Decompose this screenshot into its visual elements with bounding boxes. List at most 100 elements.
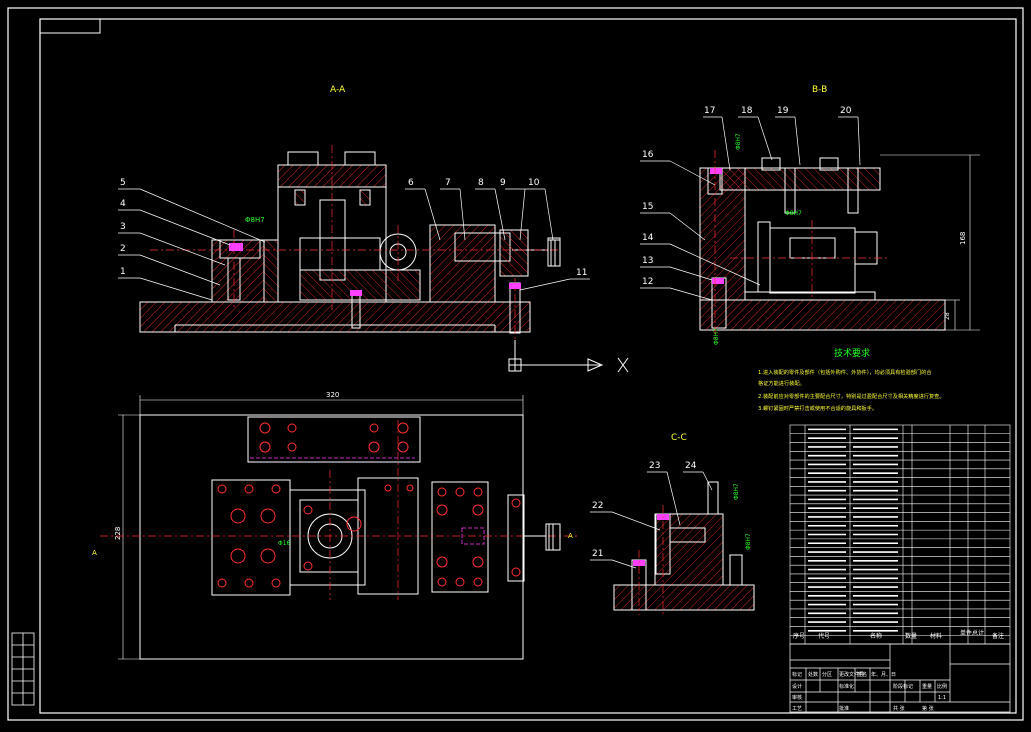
balloon-21: 21 (592, 549, 603, 559)
balloon-20: 20 (840, 106, 852, 116)
balloon-6: 6 (408, 178, 414, 188)
bom-col-unit: 单件 (960, 629, 972, 637)
tb-cell-scale: 比例 (937, 683, 947, 690)
section-cc-balloon-labels: 21 22 23 24 (592, 461, 697, 559)
balloon-7: 7 (445, 178, 451, 188)
tb-cell-design: 设计 (792, 683, 802, 690)
tb-cell-stage: 阶段标记 (893, 683, 913, 690)
balloon-15: 15 (642, 202, 653, 212)
tb-cell-weight: 重量 (922, 683, 932, 690)
balloon-8: 8 (478, 178, 484, 188)
balloon-19: 19 (777, 106, 789, 116)
balloon-1: 1 (120, 267, 126, 277)
plan-view-magenta-lines (250, 457, 485, 545)
balloon-23: 23 (649, 461, 660, 471)
plan-view-holes (217, 422, 521, 588)
view-a-right-label: A (568, 532, 573, 540)
dim-plan-width: 320 (326, 391, 339, 399)
tb-cell-date: 年、月、日 (871, 671, 896, 678)
section-cc-balloons (590, 471, 713, 569)
bom-col-remark: 备注 (992, 632, 1004, 640)
balloon-13: 13 (642, 256, 653, 266)
balloon-24: 24 (685, 461, 697, 471)
tb-cell-sign: 签名 (857, 671, 867, 678)
tech-req-line-2: 格证方能进行装配。 (758, 379, 805, 387)
title-block[interactable] (789, 643, 1011, 713)
balloon-22: 22 (592, 501, 603, 511)
section-aa-balloons (118, 188, 590, 301)
dim-bb-base: 28 (944, 312, 951, 320)
section-bb-centerlines (714, 150, 890, 340)
tb-cell-std: 标准化 (839, 683, 854, 690)
dim-plan-height: 228 (114, 527, 122, 540)
tb-cell-approve: 批准 (839, 705, 849, 712)
balloon-10: 10 (528, 178, 540, 188)
plan-view-knob (523, 523, 561, 551)
bom-col-material: 材料 (930, 632, 942, 640)
tb-cell-review: 审核 (792, 694, 802, 701)
fit-note-bb-1: Φ8H7 (735, 133, 742, 150)
tb-cell-zone: 分区 (822, 671, 832, 678)
fit-note-aa: Φ8H7 (245, 216, 265, 224)
bom-col-code: 代号 (818, 632, 830, 640)
section-bb-view (699, 157, 946, 331)
section-bb-fasteners (710, 168, 724, 284)
plan-view-centerlines (100, 420, 580, 600)
parts-list-table[interactable] (789, 424, 1011, 645)
fit-note-bb-2: Φ8H7 (785, 210, 802, 217)
tech-req-line-4: 3.螺钉紧固时严禁打击或使用不合适的旋具和扳手。 (758, 404, 877, 412)
section-cc-view (613, 481, 755, 611)
title-block-labels: 标记 处数 分区 更改文件号 签名 年、月、日 设计 标准化 阶段标记 重量 比… (792, 671, 947, 712)
tech-req-line-1: 1.进入装配的零件及部件（包括外购件、外协件），均必须具有检验部门的合 (758, 368, 932, 376)
section-aa-fasteners (229, 243, 521, 296)
revision-stamp (11, 632, 35, 706)
balloon-2: 2 (120, 244, 126, 254)
view-title-aa: A-A (330, 85, 346, 95)
bom-col-qty: 数量 (905, 632, 917, 640)
view-title-bb: B-B (812, 85, 827, 95)
balloon-17: 17 (704, 106, 715, 116)
fit-note-plan: Φ16 (278, 540, 291, 547)
parts-list-header: 序号 代号 名称 数量 材料 单件 总计 备注 (793, 629, 1004, 640)
tb-cell-process: 工艺 (792, 706, 802, 712)
balloon-9: 9 (500, 178, 506, 188)
plan-view-dimensions (118, 395, 524, 660)
tb-cell-sheet: 第 张 (922, 705, 934, 712)
tb-cell-doc: 更改文件号 (839, 671, 864, 678)
balloon-12: 12 (642, 277, 653, 287)
ucs-icon[interactable] (508, 340, 629, 373)
balloon-14: 14 (642, 233, 654, 243)
section-aa-balloon-labels: 1 2 3 4 5 6 7 8 9 10 11 (120, 178, 587, 278)
bom-col-name: 名称 (870, 632, 882, 640)
view-a-left-label: A (92, 549, 97, 557)
balloon-3: 3 (120, 222, 126, 232)
balloon-4: 4 (120, 199, 126, 209)
tb-cell-mark: 标记 (792, 671, 802, 678)
tb-cell-sheets: 共 张 (893, 705, 905, 712)
fit-note-bb-3: Φ8H7 (713, 328, 720, 345)
balloon-16: 16 (642, 150, 654, 160)
tech-req-line-3: 2.装配前应对零部件的主要配合尺寸，特别是过盈配合尺寸及相关精度进行复查。 (758, 392, 945, 400)
view-title-cc: C-C (671, 433, 687, 443)
section-aa-knob (547, 239, 561, 267)
dim-bb-height: 168 (959, 232, 967, 245)
section-aa-view (139, 151, 561, 334)
drawing-frame (7, 7, 1024, 721)
bom-col-total: 总计 (972, 629, 984, 637)
fit-note-cc-2: Φ8H7 (745, 533, 752, 550)
bom-col-seq: 序号 (793, 632, 805, 640)
section-bb-balloons (640, 116, 861, 301)
tech-req-title: 技术要求 (834, 347, 870, 359)
section-bb-dimensions (880, 154, 980, 331)
section-bb-balloon-labels: 12 13 14 15 16 17 18 19 20 (642, 106, 852, 287)
balloon-11: 11 (576, 268, 587, 278)
plan-view (139, 414, 525, 660)
tb-scale-value: 1:1 (938, 695, 946, 701)
section-cc-centerlines (638, 505, 664, 615)
balloon-18: 18 (741, 106, 753, 116)
balloon-5: 5 (120, 178, 126, 188)
section-aa-centerlines (150, 145, 560, 340)
fit-note-cc-1: Φ8H7 (733, 483, 740, 500)
tb-cell-count: 处数 (808, 671, 818, 678)
